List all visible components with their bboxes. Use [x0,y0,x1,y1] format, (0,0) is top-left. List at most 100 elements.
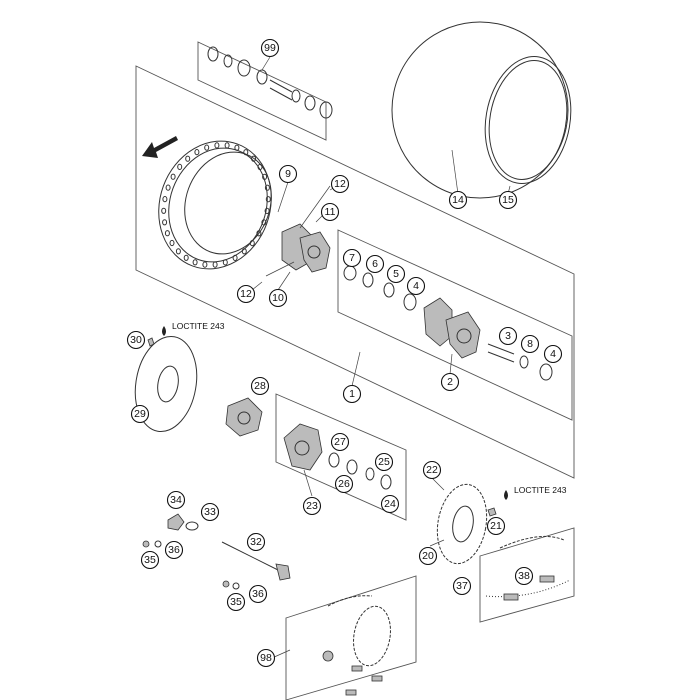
svg-text:99: 99 [264,42,276,54]
spoke-hole [164,230,170,237]
svg-text:8: 8 [527,338,533,350]
callout-4-bottom[interactable]: 4 [543,344,563,364]
svg-text:36: 36 [252,588,264,600]
callout-27[interactable]: 27 [330,432,350,452]
callout-37[interactable]: 37 [452,576,472,596]
svg-text:30: 30 [130,334,142,346]
spoke-hole [170,173,176,180]
spoke-hole [161,207,167,214]
callout-99[interactable]: 99 [260,38,280,58]
callout-28[interactable]: 28 [250,376,270,396]
bearing-kit-parts [207,46,333,119]
callout-15[interactable]: 15 [498,190,518,210]
callout-32[interactable]: 32 [246,532,266,552]
loctite-note-right: LOCTITE 243 [514,485,567,495]
svg-text:12: 12 [240,288,252,300]
svg-text:4: 4 [550,348,556,360]
callout-34[interactable]: 34 [166,490,186,510]
callout-24[interactable]: 24 [380,494,400,514]
callout-8[interactable]: 8 [520,334,540,354]
svg-text:1: 1 [349,388,355,400]
callout-30[interactable]: 30 [126,330,146,350]
svg-text:25: 25 [378,456,390,468]
svg-text:6: 6 [372,258,378,270]
svg-text:38: 38 [518,570,530,582]
spoke-hole [162,196,168,203]
callout-35-bottom[interactable]: 35 [226,592,246,612]
svg-text:21: 21 [490,520,502,532]
spoke-hole [185,155,191,162]
chain-sprocket-kit [322,595,391,696]
svg-text:36: 36 [168,544,180,556]
spoke-hole [232,254,238,261]
callout-12-bottom[interactable]: 12 [236,284,256,304]
callout-25[interactable]: 25 [374,452,394,472]
callout-6[interactable]: 6 [365,254,385,274]
loctite-drop-left-icon [162,326,166,336]
callout-2[interactable]: 2 [440,372,460,392]
svg-text:15: 15 [502,194,514,206]
spoke-hole [256,230,262,237]
callout-10[interactable]: 10 [268,288,288,308]
spoke-hole [264,207,270,214]
spoke-hole [177,163,183,170]
spoke-hole [204,144,210,151]
svg-text:27: 27 [334,436,346,448]
callout-35-top[interactable]: 35 [140,550,160,570]
callout-4-top[interactable]: 4 [406,276,426,296]
callout-7[interactable]: 7 [342,248,362,268]
callout-98[interactable]: 98 [256,648,276,668]
callout-22[interactable]: 22 [422,460,442,480]
svg-text:4: 4 [413,280,419,292]
rim-spoke-holes [161,142,271,268]
spoke-hole [257,163,263,171]
spoke-hole [183,254,189,261]
callout-38[interactable]: 38 [514,566,534,586]
callout-36-top[interactable]: 36 [164,540,184,560]
rim [158,140,272,270]
bolt-30 [147,337,155,347]
svg-text:24: 24 [384,498,396,510]
rotation-arrow-icon [142,136,178,158]
svg-text:22: 22 [426,464,438,476]
callout-14[interactable]: 14 [448,190,468,210]
part-callouts: 99 9 12 11 12 10 14 15 7 6 5 4 3 8 4 2 1… [126,38,563,668]
spoke-hole [175,248,181,255]
callout-21[interactable]: 21 [486,516,506,536]
wheel-assembly-panel [135,65,575,479]
callout-26[interactable]: 26 [334,474,354,494]
rim-band-inner [488,60,568,180]
rim-band [484,56,572,184]
spoke-hole [165,184,171,191]
spoke-hole [169,239,175,247]
callout-33[interactable]: 33 [200,502,220,522]
svg-text:7: 7 [349,252,355,264]
svg-text:2: 2 [447,376,453,388]
spoke-hole [222,259,228,266]
hub-2 [343,265,553,381]
callout-36-bottom[interactable]: 36 [248,584,268,604]
callout-5[interactable]: 5 [386,264,406,284]
spoke-hole [262,173,268,180]
callout-29[interactable]: 29 [130,404,150,424]
svg-text:35: 35 [144,554,156,566]
callout-11[interactable]: 11 [320,202,340,222]
svg-text:23: 23 [306,500,318,512]
axle-parts [142,513,291,590]
leader-lines [251,56,511,659]
spoke-hole [214,142,220,149]
tire [391,21,569,199]
callout-12-top[interactable]: 12 [330,174,350,194]
callout-9[interactable]: 9 [278,164,298,184]
spoke-hole [224,142,230,149]
callout-1[interactable]: 1 [342,384,362,404]
svg-text:29: 29 [134,408,146,420]
callout-20[interactable]: 20 [418,546,438,566]
brake-disc [134,335,198,433]
callout-23[interactable]: 23 [302,496,322,516]
svg-text:28: 28 [254,380,266,392]
callout-3[interactable]: 3 [498,326,518,346]
spoke-hole [212,261,218,268]
spoke-hole [251,155,257,162]
